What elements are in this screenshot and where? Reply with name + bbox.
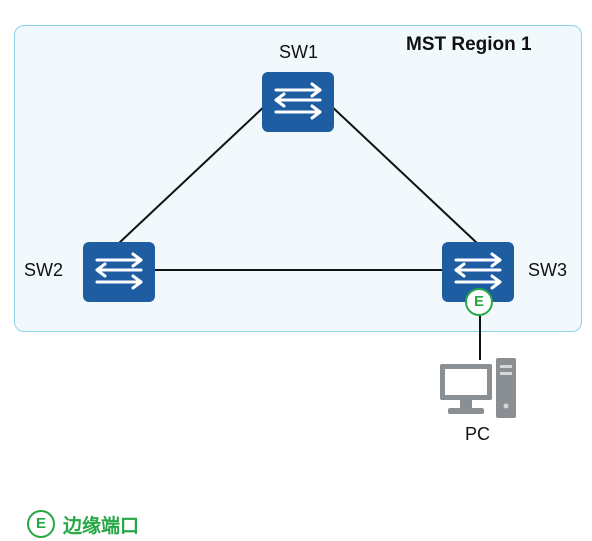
sw2-switch-icon (83, 242, 155, 302)
sw2-label: SW2 (24, 260, 64, 280)
region-title: MST Region 1 (406, 34, 532, 55)
sw3-label: SW3 (528, 260, 568, 280)
edge-port-badge: E (465, 288, 493, 316)
sw1-switch-icon (262, 72, 334, 132)
sw1-label: SW1 (279, 42, 319, 62)
sw3-switch-icon (442, 242, 514, 302)
link-sw1-sw3 (327, 102, 479, 245)
link-sw1-sw2 (117, 102, 269, 245)
legend-edge-port-badge: E (27, 510, 55, 538)
legend-text: 边缘端口 (63, 516, 140, 537)
pc-computer-icon (438, 356, 518, 425)
pc-label: PC (465, 424, 491, 444)
